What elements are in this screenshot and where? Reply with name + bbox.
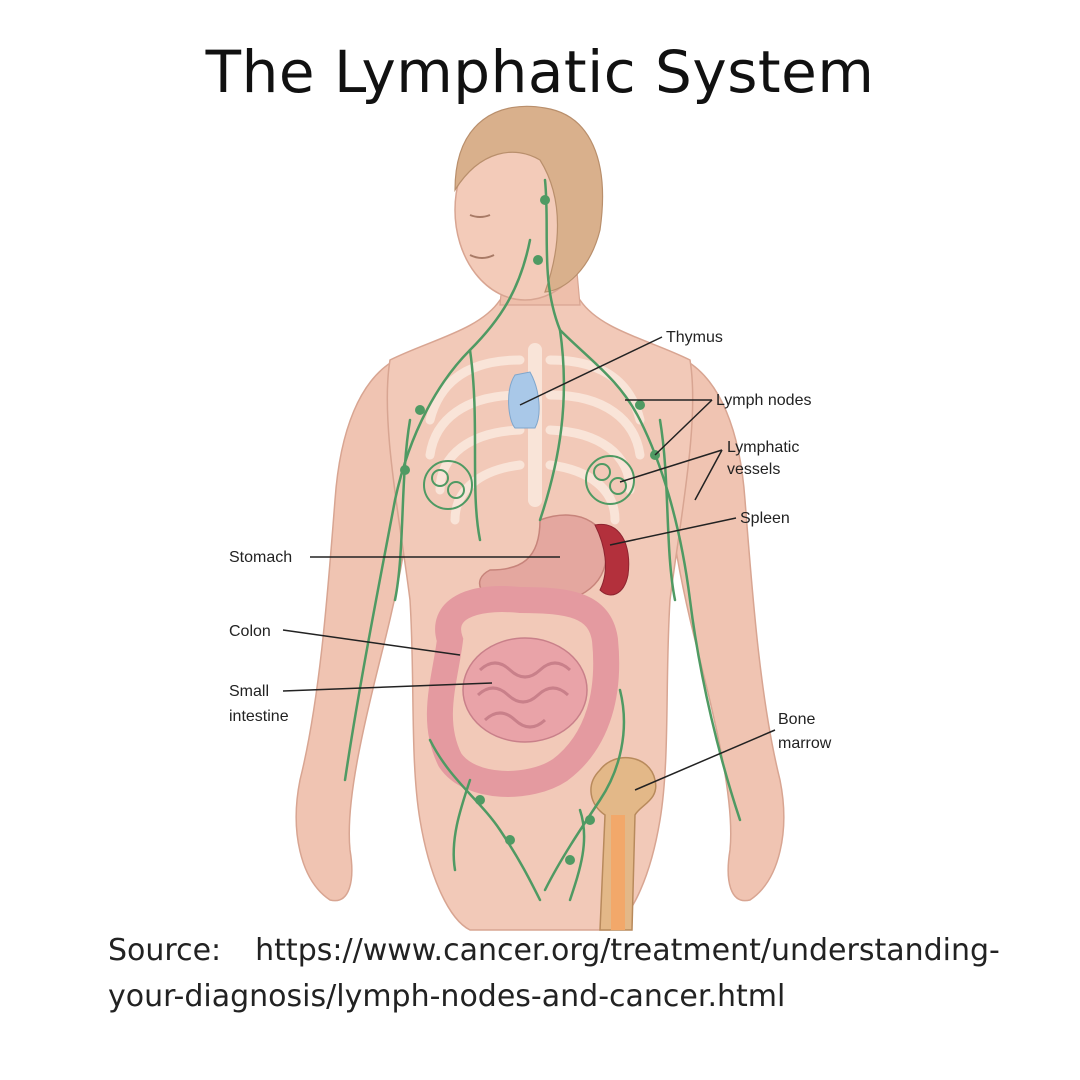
lymph-node-dots bbox=[400, 195, 660, 865]
leader-lines bbox=[282, 336, 776, 791]
spleen-label: Spleen bbox=[740, 510, 790, 527]
stomach-label: Stomach bbox=[229, 549, 292, 566]
page-title: The Lymphatic System bbox=[205, 38, 875, 106]
small-intestine-organ bbox=[462, 637, 588, 743]
lymphatic-vessels bbox=[343, 178, 742, 902]
lymph-nodes-label: Lymph nodes bbox=[716, 392, 811, 409]
colon-organ bbox=[426, 586, 620, 797]
source-citation: Source: https://www.cancer.org/treatment/… bbox=[108, 928, 1000, 1020]
small-intestine-label-line2: intestine bbox=[229, 708, 289, 725]
spleen-organ bbox=[594, 523, 630, 596]
colon-label: Colon bbox=[229, 623, 271, 640]
lymph-node-clusters bbox=[423, 455, 635, 510]
thymus-label: Thymus bbox=[666, 329, 723, 346]
source-url-line1: https://www.cancer.org/treatment/underst… bbox=[255, 933, 1000, 968]
lymphatic-vessels-label-line2: vessels bbox=[727, 461, 780, 478]
bone-marrow-label-line2: marrow bbox=[778, 735, 832, 752]
bone-marrow-label-line1: Bone bbox=[778, 711, 815, 728]
femur-bone bbox=[590, 756, 657, 931]
source-label: Source: bbox=[108, 933, 222, 968]
lymphatic-vessels-label-line1: Lymphatic bbox=[727, 439, 799, 456]
thymus-organ bbox=[508, 371, 540, 429]
small-intestine-label-line1: Small bbox=[229, 683, 269, 700]
source-url-line2: your-diagnosis/lymph-nodes-and-cancer.ht… bbox=[108, 979, 786, 1014]
